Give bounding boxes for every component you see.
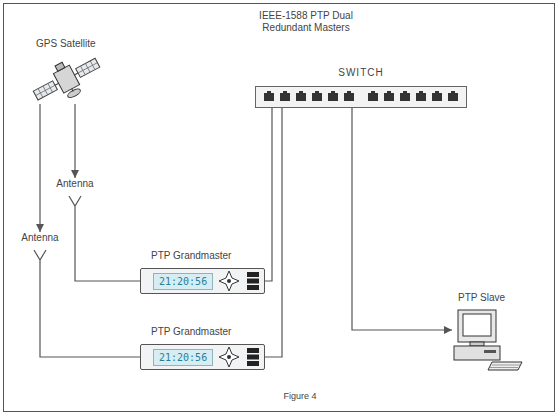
drawing-stroke (247, 348, 259, 353)
slave-label: PTP Slave (452, 292, 526, 304)
antenna-label: Antenna (52, 178, 98, 190)
drawing-stroke (458, 310, 496, 342)
drawing-stroke (403, 91, 407, 93)
switch-label: SWITCH (256, 67, 466, 79)
switch-box: SWITCH (255, 86, 467, 108)
drawing-stroke (36, 85, 55, 95)
drawing-stroke (328, 93, 338, 101)
drawing-stroke (227, 355, 231, 359)
grandmaster-box: PTP Grandmaster21:20:56 (140, 344, 265, 370)
drawing-stroke (219, 347, 239, 367)
drawing-stroke (432, 93, 442, 101)
slave-node: PTP Slave (452, 292, 526, 374)
drawing-stroke (247, 355, 259, 360)
drawing-stroke (33, 81, 57, 100)
clock-display: 21:20:56 (153, 349, 213, 366)
figure-caption: Figure 4 (270, 391, 330, 402)
connector-line (265, 108, 272, 281)
satellite-node: GPS Satellite (30, 38, 104, 104)
drawing-stroke (296, 93, 306, 101)
drawing-stroke (419, 91, 423, 93)
drawing-stroke (488, 362, 522, 370)
drawing-stroke (454, 346, 500, 360)
drawing-stroke (299, 91, 303, 93)
drawing-stroke (72, 89, 73, 92)
drawing-stroke (219, 271, 239, 291)
drawing-stroke (34, 250, 46, 280)
drawing-stroke (470, 342, 484, 346)
antenna-node: Antenna (17, 232, 63, 280)
drawing-stroke (264, 93, 274, 101)
connector-line (39, 104, 40, 232)
drawing-stroke (347, 91, 351, 93)
drawing-stroke (247, 272, 259, 277)
drawing-stroke (247, 285, 259, 290)
drawing-stroke (331, 91, 335, 93)
grandmaster-label: PTP Grandmaster (151, 326, 231, 338)
connector-line (74, 104, 75, 178)
antenna-label: Antenna (17, 232, 63, 244)
drawing-stroke (492, 365, 520, 366)
clock-display: 21:20:56 (153, 273, 213, 290)
drawing-stroke (76, 58, 100, 77)
drawing-stroke (78, 63, 97, 73)
drawing-stroke (247, 279, 259, 284)
node-drawing (17, 248, 63, 280)
node-drawing (256, 87, 466, 107)
drawing-stroke (283, 91, 287, 93)
drawing-stroke (484, 350, 496, 353)
drawing-stroke (69, 196, 81, 226)
drawing-stroke (435, 91, 439, 93)
drawing-stroke (280, 93, 290, 101)
satellite-label: GPS Satellite (30, 38, 104, 50)
node-drawing (452, 308, 526, 374)
grandmaster-label: PTP Grandmaster (151, 250, 231, 262)
drawing-stroke (267, 91, 271, 93)
drawing-stroke (315, 91, 319, 93)
drawing-stroke (344, 93, 354, 101)
drawing-stroke (463, 314, 491, 336)
drawing-stroke (448, 93, 458, 101)
drawing-stroke (384, 93, 394, 101)
drawing-stroke (490, 367, 518, 368)
connector-line (352, 108, 452, 330)
connector-line (40, 280, 140, 357)
connector-line (75, 226, 140, 281)
drawing-stroke (416, 93, 426, 101)
grandmaster-box: PTP Grandmaster21:20:56 (140, 268, 265, 294)
antenna-node: Antenna (52, 178, 98, 226)
drawing-stroke (28, 48, 107, 113)
drawing-stroke (387, 91, 391, 93)
node-drawing (30, 52, 104, 104)
drawing-stroke (451, 91, 455, 93)
drawing-stroke (227, 279, 231, 283)
drawing-stroke (66, 87, 81, 99)
drawing-stroke (371, 91, 375, 93)
diagram-title: IEEE-1588 PTP Dual Redundant Masters (250, 10, 362, 34)
drawing-stroke (247, 361, 259, 366)
drawing-stroke (312, 93, 322, 101)
drawing-stroke (55, 62, 65, 71)
connector-line (265, 108, 282, 357)
drawing-stroke (400, 93, 410, 101)
node-drawing (52, 194, 98, 226)
drawing-stroke (368, 93, 378, 101)
